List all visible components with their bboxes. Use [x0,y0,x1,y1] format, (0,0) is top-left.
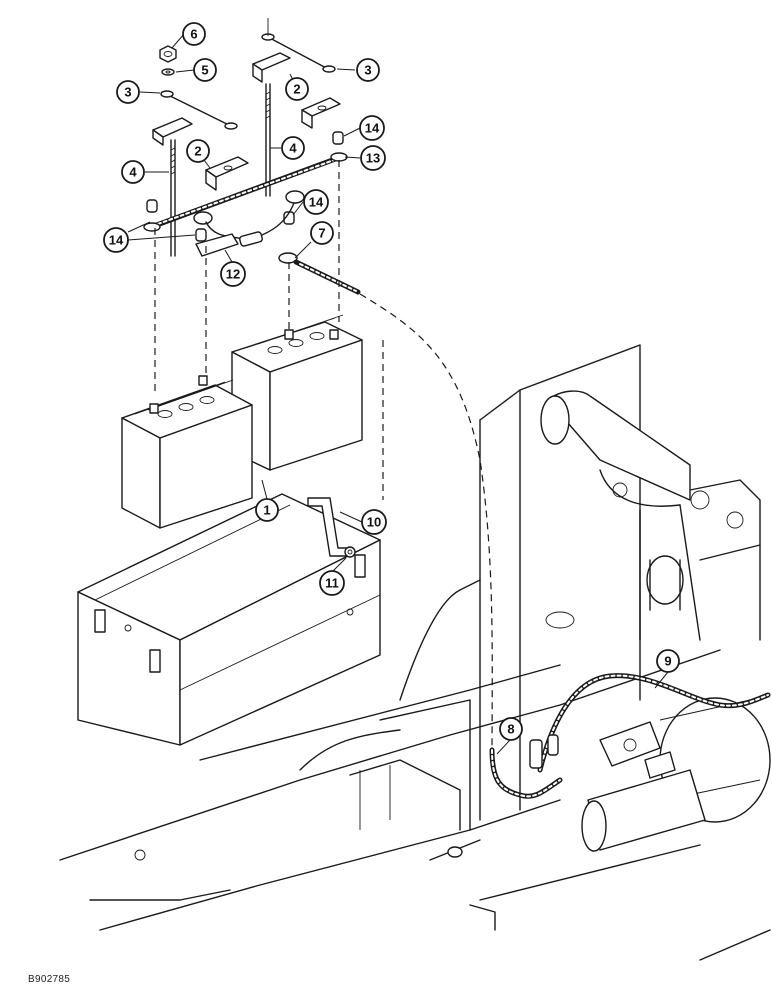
svg-text:11: 11 [325,576,339,591]
starter-cable [537,673,771,773]
svg-text:3: 3 [364,63,371,78]
bracket-left-lower [205,156,249,191]
bracket-right-upper [252,52,291,83]
battery-front [121,375,253,529]
callout-5: 5 [193,58,217,82]
callout-6: 6 [182,22,206,46]
hold-down-rod-right [261,18,336,73]
cable-lower-end [429,734,563,861]
svg-text:8: 8 [507,722,514,737]
callout-2-left: 2 [186,139,210,163]
callout-3-right: 3 [356,58,380,82]
svg-text:10: 10 [367,515,381,530]
svg-text:4: 4 [129,165,137,180]
svg-text:14: 14 [109,233,124,248]
callout-2-right: 2 [285,77,309,101]
callout-10: 10 [361,509,387,535]
battery-cable [278,252,493,761]
callout-1: 1 [255,498,279,522]
tray-bolt [344,546,356,558]
callout-14-left: 14 [103,227,129,253]
hold-down-rod-left [160,90,238,130]
svg-text:9: 9 [664,654,671,669]
callout-4-right: 4 [281,136,305,160]
svg-text:6: 6 [190,27,197,42]
terminal-cap-d [195,228,207,242]
callout-9: 9 [656,649,680,673]
svg-text:12: 12 [226,267,240,282]
nut [159,45,177,63]
svg-text:5: 5 [201,63,208,78]
terminal-cap-a [146,199,158,213]
threaded-rod-right [265,83,271,197]
svg-text:3: 3 [124,85,131,100]
callout-11: 11 [319,570,345,596]
bracket-left-upper [152,117,193,146]
callout-3-left: 3 [116,80,140,104]
figure-reference-code: B902785 [28,974,71,985]
tractor-frame [59,344,721,931]
frame-mount-casting [540,390,761,641]
alignment-lines [154,160,384,500]
callout-14-top: 14 [359,115,385,141]
svg-text:1: 1 [263,503,270,518]
svg-text:2: 2 [194,144,201,159]
svg-text:7: 7 [318,226,325,241]
washer [161,68,175,76]
callout-leaders [127,33,669,755]
terminal-cap-b [332,131,344,145]
callout-13: 13 [360,145,386,171]
callout-7: 7 [310,221,334,245]
svg-text:13: 13 [366,151,380,166]
ground-line [699,929,771,961]
threaded-rod-left [170,139,176,257]
starter-motor [581,697,771,852]
callout-8: 8 [499,717,523,741]
svg-text:14: 14 [309,195,324,210]
bracket-right-lower [301,97,341,129]
callout-14-mid: 14 [303,189,329,215]
svg-text:2: 2 [293,82,300,97]
callout-4-left: 4 [121,160,145,184]
callout-12: 12 [220,261,246,287]
svg-text:4: 4 [289,141,297,156]
svg-text:14: 14 [365,121,380,136]
